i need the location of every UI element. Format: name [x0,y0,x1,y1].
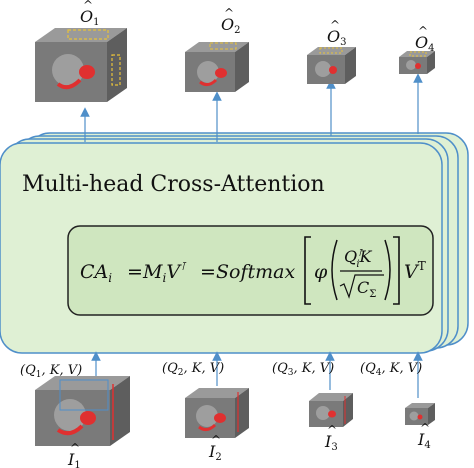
svg-text:φ: φ [314,261,328,283]
svg-text:Softmax: Softmax [216,261,295,283]
input-tuples: (Q1, K, V) (Q2, K, V) (Q3, K, V) (Q4, K,… [20,361,422,380]
svg-text:O2: O2 [221,15,241,36]
output-cube-2 [185,42,249,92]
svg-text:O4: O4 [415,33,435,54]
input-label-1: ^ I1 [67,441,81,468]
svg-text:O3: O3 [327,27,347,48]
svg-text:VT: VT [404,259,426,283]
input-label-2: ^ I2 [208,433,222,463]
module-title: Multi-head Cross-Attention [22,172,325,197]
input-tuple-2: (Q2, K, V) [162,361,224,378]
svg-text:I1: I1 [67,450,81,468]
sqrt-sign [339,274,384,299]
svg-text:I4: I4 [417,430,431,451]
left-paren [331,239,338,301]
output-labels: ^ O1 ^ O2 ^ O3 ^ O4 [80,0,435,54]
formula: CAi = MiV⊺ = Softmax φ Q⊺iK CΣ VT [80,236,426,305]
svg-text:CΣ: CΣ [357,278,376,300]
input-cube-3 [309,393,353,427]
svg-text:^: ^ [224,6,234,20]
input-tuple-1: (Q1, K, V) [20,363,82,380]
svg-text:=: = [200,261,216,283]
input-cube-1 [35,376,130,446]
svg-text:^: ^ [418,24,428,38]
svg-text:Q⊺iK: Q⊺iK [344,247,373,270]
svg-text:^: ^ [83,0,93,12]
left-square-bracket [304,236,311,305]
svg-text:^: ^ [327,423,337,437]
output-cube-3 [307,47,356,84]
input-label-3: ^ I3 [324,423,338,453]
svg-text:I3: I3 [324,432,338,453]
output-label-3: ^ O3 [327,18,347,48]
input-labels: ^ I1 ^ I2 ^ I3 ^ I4 [67,421,431,468]
formula-box [67,225,434,316]
input-tuple-4: (Q4, K, V) [360,361,422,378]
svg-text:=: = [127,261,143,283]
svg-text:^: ^ [420,421,430,435]
input-label-4: ^ I4 [417,421,431,451]
output-arrows [80,73,423,142]
svg-text:O1: O1 [80,7,100,28]
output-label-1: ^ O1 [80,0,100,28]
output-cube-1 [35,28,127,102]
svg-text:CAi: CAi [80,261,112,285]
svg-text:^: ^ [211,433,221,447]
output-label-2: ^ O2 [221,6,241,36]
input-tuple-3: (Q3, K, V) [272,361,334,378]
output-cube-4 [399,51,435,74]
svg-text:I2: I2 [208,442,222,463]
svg-text:^: ^ [330,18,340,32]
svg-text:^: ^ [70,441,80,455]
input-cube-2 [185,388,249,438]
right-paren [384,239,391,301]
right-square-bracket [393,236,400,305]
output-label-4: ^ O4 [415,24,435,54]
input-cube-4 [405,403,435,425]
svg-text:MiV⊺: MiV⊺ [142,260,187,285]
